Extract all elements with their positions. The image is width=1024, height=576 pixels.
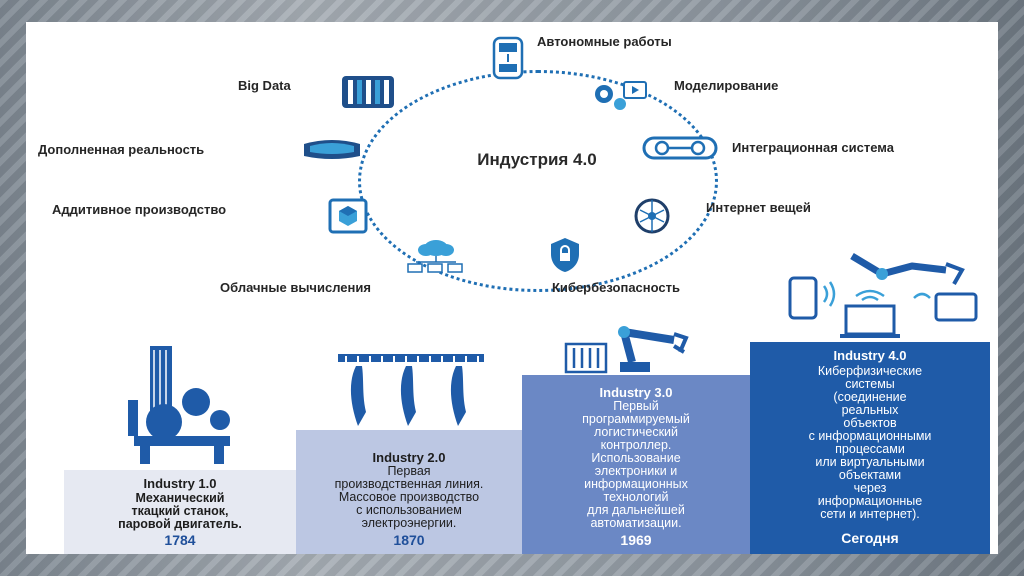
desc-line: объектов <box>843 416 897 430</box>
desc-line: процессами <box>835 442 905 456</box>
stage-name: Industry 4.0 <box>833 348 907 363</box>
stage-description: Киберфизические системы (соединение реал… <box>750 365 990 521</box>
desc-line: (соединение <box>833 390 907 404</box>
stage-description: Первая производственная линия. Массовое … <box>296 465 522 530</box>
desc-line: через <box>853 481 887 495</box>
node-label-cloud: Облачные вычисления <box>220 280 371 295</box>
desc-line: объектами <box>838 468 902 482</box>
node-label-additive: Аддитивное производство <box>52 202 227 217</box>
stage-industry-3: Industry 3.0 Первый программируемый логи… <box>522 375 750 554</box>
desc-line: Киберфизические <box>817 364 923 378</box>
stage-industry-4: Industry 4.0 Киберфизические системы (со… <box>750 342 990 554</box>
desc-line: реальных <box>841 403 899 417</box>
stage-description: Механический ткацкий станок, паровой дви… <box>64 492 296 531</box>
production-line-icon <box>338 354 484 426</box>
integration-system-icon <box>642 136 718 160</box>
desc-line: электроэнергии. <box>361 516 457 530</box>
desc-line: технологий <box>603 490 669 504</box>
desc-line: для дальнейшей <box>587 503 685 517</box>
desc-line: информационные <box>817 494 923 508</box>
node-label-integration: Интеграционная система <box>732 140 894 155</box>
additive-manufacturing-icon <box>328 198 368 234</box>
cyber-physical-devices-icon <box>788 252 978 338</box>
cloud-computing-icon <box>407 240 463 273</box>
loom-machine-icon <box>128 346 230 464</box>
desc-line: паровой двигатель. <box>118 517 242 531</box>
desc-line: Первый <box>613 399 659 413</box>
big-data-server-icon <box>342 76 394 108</box>
node-label-autonomous: Автономные работы <box>537 34 672 49</box>
desc-line: Использование <box>591 451 681 465</box>
desc-line: программируемый <box>582 412 690 426</box>
desc-line: логистический <box>593 425 679 439</box>
desc-line: с информационными <box>808 429 932 443</box>
stage-year: 1784 <box>164 532 196 548</box>
node-label-ar: Дополненная реальность <box>38 142 205 157</box>
iot-globe-icon <box>634 198 670 234</box>
stage-year: 1969 <box>620 532 652 548</box>
stage-year: Сегодня <box>841 530 899 546</box>
desc-line: ткацкий станок, <box>131 504 229 518</box>
stage-name: Industry 3.0 <box>599 385 673 400</box>
infographic-card: Индустрия 4.0 Автономные работы Моделиро… <box>26 22 998 554</box>
dotted-circle <box>358 70 718 292</box>
stage-industry-1: Industry 1.0 Механический ткацкий станок… <box>64 470 296 554</box>
stage-industry-2: Industry 2.0 Первая производственная лин… <box>296 430 522 554</box>
desc-line: информационных <box>584 477 688 491</box>
stage-year: 1870 <box>393 532 425 548</box>
desc-line: Первая <box>387 464 431 478</box>
stage-name: Industry 1.0 <box>143 476 217 491</box>
stage-name: Industry 2.0 <box>372 450 446 465</box>
desc-line: электроники и <box>594 464 678 478</box>
desc-line: сети и интернет). <box>820 507 920 521</box>
node-label-bigdata: Big Data <box>238 78 291 93</box>
stage-description: Первый программируемый логистический кон… <box>522 400 750 530</box>
desc-line: с использованием <box>356 503 462 517</box>
desc-line: или виртуальными <box>815 455 925 469</box>
desc-line: Механический <box>135 491 225 505</box>
node-label-iot: Интернет вещей <box>706 200 811 215</box>
autonomous-vehicle-icon <box>492 36 524 80</box>
center-title: Индустрия 4.0 <box>477 150 597 169</box>
desc-line: автоматизации. <box>590 516 682 530</box>
augmented-reality-headset-icon <box>304 140 360 159</box>
node-label-cybersecurity: Кибербезопасность <box>552 280 680 295</box>
desc-line: производственная линия. <box>334 477 484 491</box>
robotic-arm-controller-icon <box>564 326 689 374</box>
modeling-gear-icon <box>595 81 647 110</box>
desc-line: контроллер. <box>600 438 672 452</box>
desc-line: системы <box>845 377 895 391</box>
desc-line: Массовое производство <box>338 490 480 504</box>
node-label-modeling: Моделирование <box>674 78 779 93</box>
cybersecurity-shield-icon <box>551 238 579 272</box>
